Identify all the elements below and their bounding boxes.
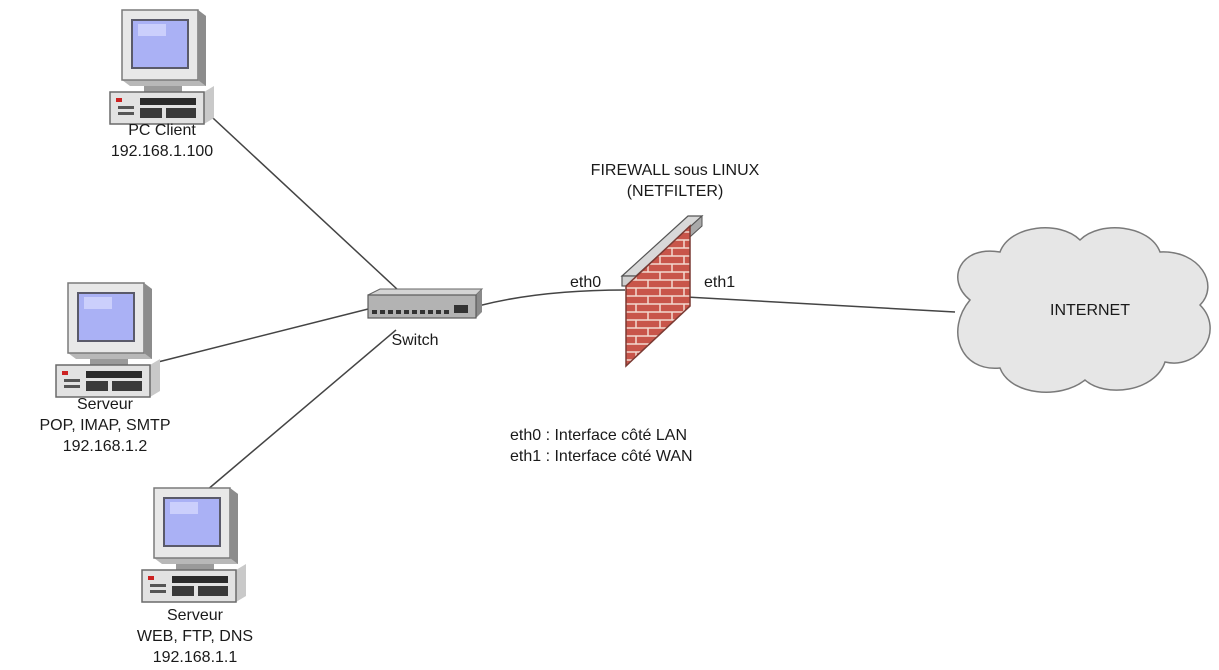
pc-client-name: PC Client bbox=[82, 120, 242, 141]
pc-client-computer-icon bbox=[110, 10, 214, 124]
pc-client-label: PC Client 192.168.1.100 bbox=[82, 120, 242, 162]
firewall-title-line2: (NETFILTER) bbox=[545, 181, 805, 202]
firewall-port-eth0: eth0 bbox=[570, 272, 601, 293]
link-switch-firewall bbox=[478, 290, 625, 306]
firewall-title: FIREWALL sous LINUX (NETFILTER) bbox=[545, 160, 805, 202]
switch-icon bbox=[368, 289, 482, 318]
internet-label: INTERNET bbox=[1040, 300, 1140, 321]
switch-label: Switch bbox=[375, 330, 455, 351]
web-server-name: Serveur bbox=[100, 605, 290, 626]
interface-legend: eth0 : Interface côté LAN eth1 : Interfa… bbox=[510, 425, 693, 467]
mail-server-services: POP, IMAP, SMTP bbox=[10, 415, 200, 436]
web-server-services: WEB, FTP, DNS bbox=[100, 626, 290, 647]
web-server-computer-icon bbox=[142, 488, 246, 602]
pc-client-ip: 192.168.1.100 bbox=[82, 141, 242, 162]
mail-server-ip: 192.168.1.2 bbox=[10, 436, 200, 457]
link-web-server-switch bbox=[200, 330, 396, 496]
legend-line-eth1: eth1 : Interface côté WAN bbox=[510, 446, 693, 467]
web-server-label: Serveur WEB, FTP, DNS 192.168.1.1 bbox=[100, 605, 290, 668]
firewall-icon bbox=[622, 216, 702, 366]
firewall-port-eth1: eth1 bbox=[704, 272, 735, 293]
mail-server-computer-icon bbox=[56, 283, 160, 397]
legend-line-eth0: eth0 : Interface côté LAN bbox=[510, 425, 693, 446]
web-server-ip: 192.168.1.1 bbox=[100, 647, 290, 668]
link-firewall-internet bbox=[668, 296, 955, 312]
mail-server-name: Serveur bbox=[10, 394, 200, 415]
link-mail-server-switch bbox=[158, 306, 380, 362]
firewall-title-line1: FIREWALL sous LINUX bbox=[545, 160, 805, 181]
mail-server-label: Serveur POP, IMAP, SMTP 192.168.1.2 bbox=[10, 394, 200, 457]
